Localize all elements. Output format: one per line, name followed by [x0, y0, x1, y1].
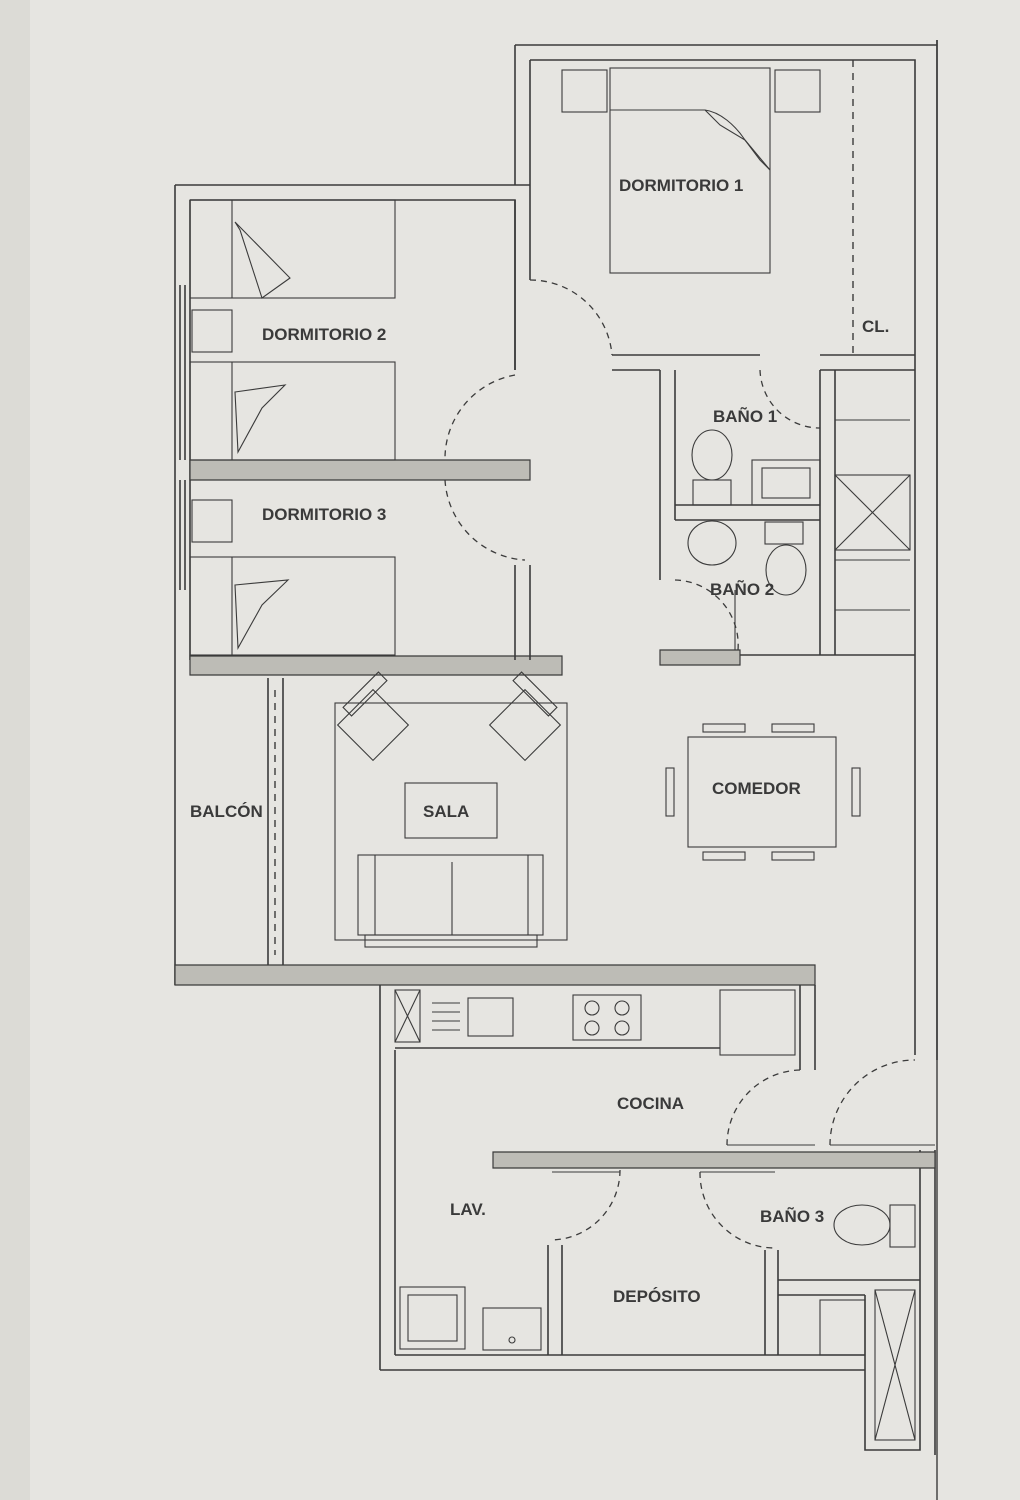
room-label-bano-1: BAÑO 1 — [713, 406, 777, 426]
doors — [444, 279, 935, 1249]
toilet-icon — [691, 429, 733, 506]
sink-icon — [751, 459, 821, 506]
sofa-icon — [334, 702, 568, 948]
furniture — [189, 67, 916, 1441]
washing-machine-icon — [399, 1286, 466, 1350]
room-label-dormitorio-1: DORMITORIO 1 — [619, 176, 743, 195]
room-label-sala: SALA — [423, 802, 469, 821]
stove-icon — [572, 994, 642, 1041]
coffee-table-icon — [404, 782, 498, 839]
fridge-icon — [719, 989, 796, 1056]
room-label-comedor: COMEDOR — [712, 779, 801, 798]
nightstand-icon — [191, 309, 233, 353]
room-label-deposito: DEPÓSITO — [613, 1287, 701, 1306]
armchair-icon — [488, 671, 562, 762]
toilet-icon — [833, 1204, 916, 1248]
room-label-dormitorio-3: DORMITORIO 3 — [262, 505, 386, 524]
room-label-closet: CL. — [862, 317, 889, 336]
kitchen-counter-icon — [394, 989, 421, 1043]
room-label-bano-3: BAÑO 3 — [760, 1206, 824, 1226]
armchair-icon — [336, 671, 410, 762]
bed-icon — [189, 556, 396, 656]
toilet-icon — [764, 521, 807, 596]
sink-icon — [819, 1299, 866, 1356]
room-label-lavanderia: LAV. — [450, 1200, 486, 1219]
bed-icon — [561, 67, 821, 274]
nightstand-icon — [191, 499, 233, 543]
bed-icon — [189, 199, 396, 299]
room-label-bano-2: BAÑO 2 — [710, 579, 774, 599]
sink-icon — [432, 997, 514, 1037]
laundry-sink-icon — [482, 1307, 542, 1351]
room-label-balcon: BALCÓN — [190, 802, 263, 821]
room-label-dormitorio-2: DORMITORIO 2 — [262, 325, 386, 344]
bed-icon — [189, 361, 396, 461]
room-labels: DORMITORIO 1 CL. DORMITORIO 2 DORMITORIO… — [190, 176, 889, 1306]
paper-sheet — [30, 0, 1020, 1500]
dining-table-icon — [665, 723, 861, 861]
exterior-walls — [174, 40, 938, 1455]
shower-icon — [874, 1289, 916, 1441]
room-label-cocina: COCINA — [617, 1094, 684, 1113]
interior-walls — [179, 60, 936, 1370]
shower-icon — [834, 474, 911, 551]
sink-icon — [687, 520, 737, 566]
